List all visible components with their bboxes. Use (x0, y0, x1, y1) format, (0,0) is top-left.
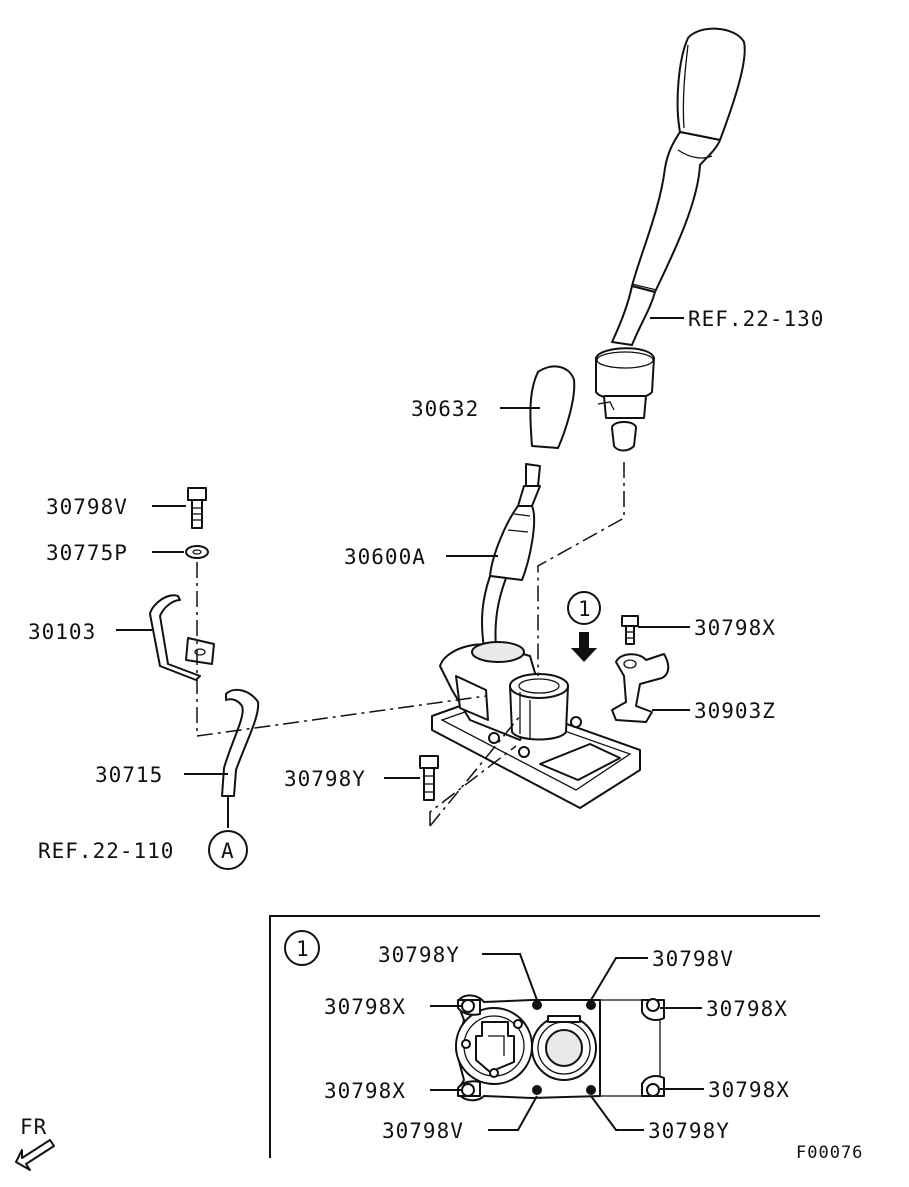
washer-30775P (185, 545, 209, 559)
label-ref-22-130: REF.22-130 (688, 307, 824, 331)
bolt-30798V (187, 487, 207, 529)
detail-label-top-left: 30798Y (378, 943, 460, 967)
label-30903Z: 30903Z (694, 699, 776, 723)
detail-leader-lines (430, 953, 704, 1131)
label-30798X: 30798X (694, 616, 776, 640)
callout-A: A (221, 839, 235, 863)
detail-callout-1: 1 (296, 937, 310, 961)
detail-label-left-upper: 30798X (324, 995, 406, 1019)
bracket-30903Z (611, 653, 670, 723)
hose-30715 (221, 688, 260, 797)
callout-A-circle (208, 830, 248, 870)
knob-30632 (529, 365, 576, 449)
front-direction-arrow-icon (15, 1139, 55, 1171)
detail-label-left-lower: 30798X (324, 1079, 406, 1103)
view-arrow-1 (567, 591, 601, 662)
label-ref-22-110: REF.22-110 (38, 839, 174, 863)
label-30775P: 30775P (46, 541, 128, 565)
label-30103: 30103 (28, 620, 96, 644)
bracket-30103 (149, 594, 215, 681)
figure-code: F00076 (796, 1143, 863, 1163)
detail-label-bottom-left: 30798V (382, 1119, 464, 1143)
assembly-center-lines (196, 462, 625, 827)
bolt-30798X (621, 615, 639, 645)
detail-label-bottom-right: 30798Y (648, 1119, 730, 1143)
detail-label-right-lower: 30798X (708, 1078, 790, 1102)
bolt-30798Y (419, 755, 439, 801)
front-label: FR (20, 1115, 47, 1139)
shifter-housing (431, 641, 641, 809)
detail-view-drawing (455, 994, 665, 1102)
shift-lever-assembly (595, 27, 746, 452)
label-30632: 30632 (411, 397, 479, 421)
label-30715: 30715 (95, 763, 163, 787)
callout-1: 1 (578, 597, 592, 621)
lever-30600A (481, 463, 541, 649)
label-30798V: 30798V (46, 495, 128, 519)
detail-view-frame (269, 915, 820, 1158)
label-30600A: 30600A (344, 545, 426, 569)
detail-label-top-right: 30798V (652, 947, 734, 971)
detail-label-right-upper: 30798X (706, 997, 788, 1021)
label-30798Y: 30798Y (284, 767, 366, 791)
